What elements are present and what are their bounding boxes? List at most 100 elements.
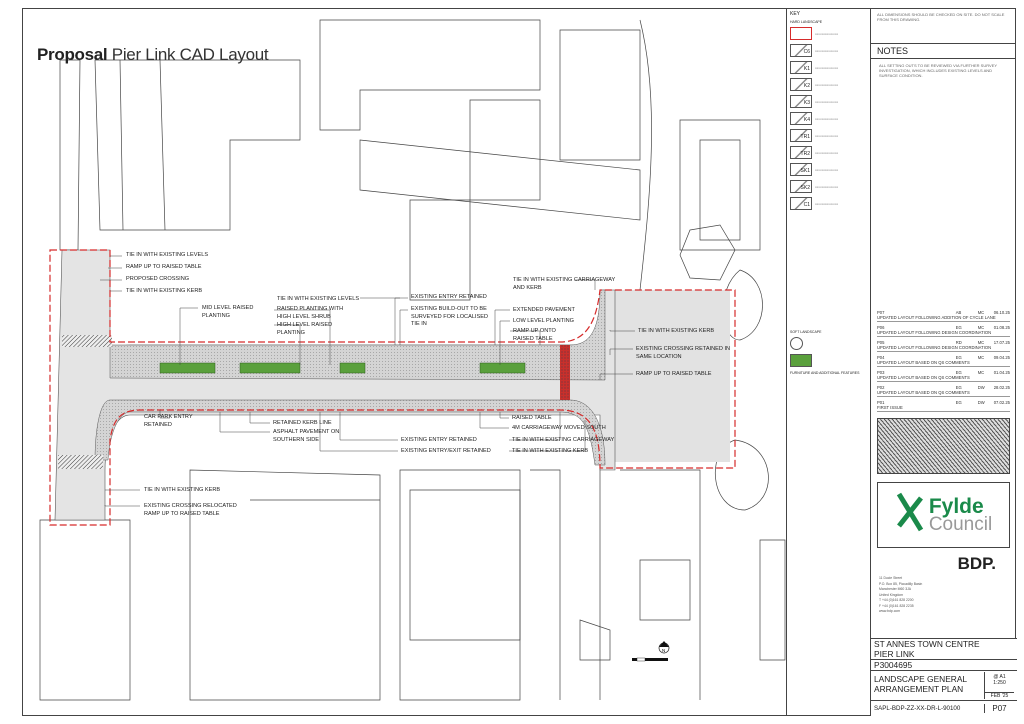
key-description-placeholder: ▭▭▭▭▭▭▭	[815, 31, 839, 36]
page-title: Proposal Pier Link CAD Layout	[37, 45, 269, 65]
leader-line	[274, 324, 301, 365]
key-code: SK1	[800, 168, 810, 174]
rev-date: 07.02.25	[993, 400, 1010, 405]
key-description-placeholder: ▭▭▭▭▭▭▭	[815, 133, 839, 138]
key-swatch: SK1	[790, 163, 812, 176]
key-swatch: K3	[790, 95, 812, 108]
drawing-frame	[22, 8, 1016, 716]
rev-checked: MC	[977, 355, 985, 360]
key-item: C1▭▭▭▭▭▭▭	[790, 197, 867, 210]
leader-line	[509, 412, 561, 441]
annotation-label: PROPOSED CROSSING	[126, 276, 190, 282]
key-swatch: SK2	[790, 180, 812, 193]
bdp-logo: BDP.	[957, 554, 996, 573]
annotation-label: RAMP UP TO RAISED TABLE	[636, 371, 712, 377]
rev-description: UPDATED LAYOUT FOLLOWING ADDITION OF CYC…	[877, 315, 1010, 322]
annotation-label: TIE IN WITH EXISTING CARRIAGEWAY AND KER…	[513, 277, 616, 291]
rev-date: 01.04.25	[993, 370, 1010, 375]
rev-code: P07	[877, 310, 885, 315]
logo-council: Council	[928, 513, 993, 535]
rev-code: P03	[877, 370, 885, 375]
rev-description: UPDATED LAYOUT BASED ON QS COMMENTS	[877, 360, 1010, 367]
leader-line	[274, 309, 331, 365]
site-boundary	[49, 249, 736, 526]
address-line: 11 Ducie Street	[879, 576, 903, 580]
rev-checked: MC	[977, 370, 985, 375]
rev-description: UPDATED LAYOUT BASED ON QS COMMENTS	[877, 390, 1010, 397]
rev-checked: MC	[977, 325, 985, 330]
address-line: United Kingdom	[879, 592, 904, 597]
key-swatch: C6	[790, 44, 812, 57]
key-heading: KEY	[790, 11, 801, 17]
north-arrow: N	[658, 641, 670, 654]
annotation-label: CAR PARK ENTRY RETAINED	[144, 414, 193, 428]
key-swatch: K1	[790, 61, 812, 74]
annotation-label: EXISTING ENTRY/EXIT RETAINED	[401, 448, 491, 454]
address-line: F +44 (0)161 828 2235	[879, 603, 914, 608]
annotation-label: TIE IN WITH EXISTING CARRIAGEWAY	[512, 437, 615, 443]
scale-bar	[632, 657, 668, 662]
key-item: SK1 ▭▭▭▭▭▭▭	[790, 163, 867, 176]
leader-line	[159, 410, 170, 419]
annotation-label: EXISTING ENTRY RETAINED	[401, 437, 477, 443]
scale: 1:250	[993, 680, 1006, 686]
logo-fylde: Fylde	[928, 494, 984, 518]
rev-date: 09.04.25	[993, 355, 1010, 360]
key-description-placeholder: ▭▭▭▭▭▭▭	[815, 167, 839, 172]
leader-line	[219, 412, 270, 433]
key-code: K3	[803, 100, 810, 106]
rev-by: EG	[955, 385, 962, 390]
paper-size: @ A1	[993, 674, 1006, 680]
rev-description: UPDATED LAYOUT BASED ON QS COMMENTS	[877, 375, 1010, 382]
key-item: K2 ▭▭▭▭▭▭▭	[790, 78, 867, 91]
planting-beds	[159, 362, 526, 374]
annotation-label: EXISTING CROSSING RETAINED IN SAME LOCAT…	[636, 346, 731, 360]
key-swatch	[790, 27, 812, 40]
key-description-placeholder: ▭▭▭▭▭▭▭	[815, 82, 839, 87]
rev-date: 06.10.25	[993, 310, 1010, 315]
rev-code: P02	[877, 385, 885, 390]
annotation-label: RETAINED KERB LINE	[273, 420, 332, 426]
annotation-label: EXISTING BUILD-OUT TO BE SURVEYED FOR LO…	[411, 306, 488, 327]
project-name: ST ANNES TOWN CENTRE	[874, 639, 980, 649]
annotation-leaders	[100, 255, 635, 507]
key-code: K2	[803, 83, 810, 89]
rev-checked: MC	[977, 340, 985, 345]
key-description-placeholder: ▭▭▭▭▭▭▭	[815, 150, 839, 155]
rev-code: P06	[877, 325, 885, 330]
rev-code: P04	[877, 355, 885, 360]
leader-line	[599, 373, 633, 380]
key-description-placeholder: ▭▭▭▭▭▭▭	[815, 99, 839, 104]
rev-description: UPDATED LAYOUT FOLLOWING DESIGN COORDINA…	[877, 345, 1010, 352]
address-line: Manchester M60 3JA	[879, 587, 912, 591]
title-bold: Proposal	[37, 45, 108, 64]
leader-line	[339, 412, 398, 441]
annotation-label: EXTENDED PAVEMENT	[513, 307, 575, 313]
annotation-label: RAMP UP TO RAISED TABLE	[126, 264, 202, 270]
rev-date: 28.02.25	[993, 385, 1010, 390]
key-hard-heading: HARD LANDSCAPE	[790, 20, 823, 24]
leader-line	[104, 505, 140, 507]
key-item	[790, 337, 867, 350]
notes-text: ALL SETTING OUTS TO BE REVIEWED VIA FURT…	[879, 63, 997, 78]
address-line: P.O. Box 85, Piccadilly Basin	[879, 581, 923, 586]
key-item: ▭▭▭▭▭▭▭	[790, 27, 867, 40]
address-line: www.bdp.com	[879, 609, 901, 613]
key-code: C6	[803, 49, 810, 55]
leader-line	[494, 309, 510, 345]
key-item	[790, 354, 867, 367]
notes-heading: NOTES	[871, 44, 1016, 59]
key-item: K1▭▭▭▭▭▭▭	[790, 61, 867, 74]
drawing-title-1: LANDSCAPE GENERAL	[874, 674, 968, 684]
annotation-label: ASPHALT PAVEMENT ON SOUTHERN SIDE	[273, 429, 340, 443]
key-item: C6▭▭▭▭▭▭▭	[790, 44, 867, 57]
key-code: K4	[803, 117, 810, 123]
north-label: N	[662, 648, 665, 653]
leader-line	[609, 330, 635, 332]
annotation-label: RAMP UP ONTO RAISED TABLE	[513, 328, 556, 342]
key-code: TR1	[800, 134, 810, 140]
leader-line	[319, 412, 398, 452]
